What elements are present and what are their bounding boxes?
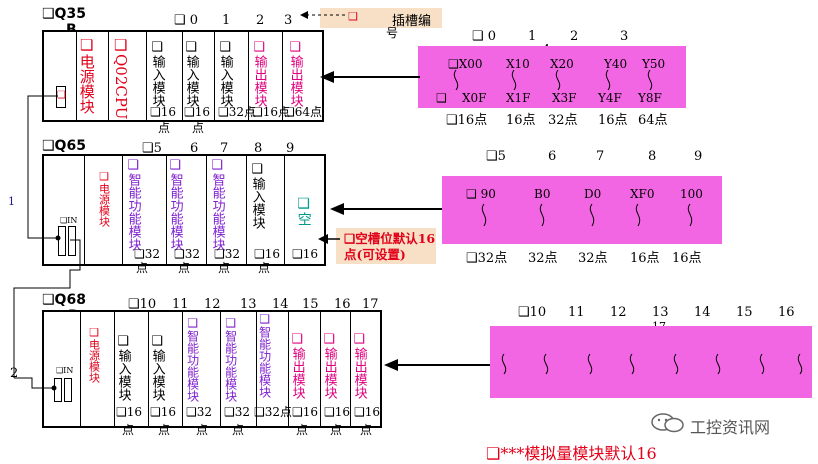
base3-chassis	[42, 310, 382, 428]
base1-title: ❑Q35	[42, 6, 86, 22]
base3-slot-7-label: ❑输出模块	[351, 332, 367, 399]
base3-power-label: ❑电源模块	[87, 326, 101, 383]
analog-default-note: ❑***模拟量模块默认16	[486, 444, 657, 463]
base1-slot-0-dot: 点	[158, 121, 171, 135]
callout-arrow	[300, 11, 346, 19]
watermark-logo	[650, 412, 686, 434]
base2-slot-1-label: ❑智能功能模块	[167, 158, 183, 251]
base1-slot-1-points: ❑16	[184, 105, 211, 119]
base2-chassis	[42, 154, 326, 266]
empty-slot-arrow	[318, 234, 340, 244]
wechat-icon	[651, 413, 684, 433]
base3-address-panel	[490, 326, 812, 398]
cable-label-2: 2	[10, 366, 19, 381]
base3-slot-0-label: ❑输入模块	[115, 334, 131, 401]
base1-arrow	[320, 71, 420, 83]
base1-range-curves	[453, 69, 653, 91]
base1-slot-header-3: 3	[284, 13, 293, 28]
base3-slot-3-label: ❑智能功能模块	[223, 316, 238, 402]
base2-power-label: ❑电源模块	[97, 170, 111, 227]
base1-slot-0-label: ❑输入模块	[149, 40, 165, 107]
base1-slot-1-dot: 点	[192, 121, 205, 135]
base3-title: ❑Q68	[42, 292, 86, 308]
base2-slot-3-label: ❑输入模块	[249, 162, 265, 229]
base1-address-panel	[418, 46, 686, 108]
base2-address-panel	[442, 176, 722, 244]
base3-in-label: ❑IN	[56, 366, 74, 375]
base1-slot-2-label: ❑输入模块	[217, 40, 233, 107]
base1-slot-2-points: ❑32点	[218, 105, 257, 119]
base2-slot-0-label: ❑智能功能模块	[125, 158, 141, 251]
base1-power-slot	[76, 32, 108, 120]
base1-slot-4-label: ❑输出模块	[287, 40, 303, 107]
empty-slot-note	[336, 228, 436, 264]
base2-slot-2-label: ❑智能功能模块	[209, 158, 225, 251]
base2-title: ❑Q65	[42, 138, 86, 154]
base2-connector-a	[58, 226, 66, 256]
base1-slot-4-points: ❑64点	[284, 105, 323, 119]
base1-connector-mark: ❑	[57, 90, 66, 101]
callout-text: 插槽编	[392, 14, 432, 29]
callout-text-cont: 号	[386, 26, 399, 40]
base1-slot-header-2: 2	[256, 13, 265, 28]
base2-connector-b	[68, 226, 76, 256]
base2-in-label: ❑IN	[60, 216, 78, 225]
base1-connector	[56, 86, 66, 108]
empty-slot-note-text: ❑空槽位默认16点(可设置)	[344, 231, 436, 262]
base1-slot-0-points: ❑16	[150, 105, 177, 119]
base3-slot-4-label: ❑智能功能模块	[257, 312, 272, 398]
base1-slot-header-1: 1	[222, 13, 231, 28]
base1-cpu-label: ❑Q02CPU	[111, 36, 130, 120]
base1-slot-3-label: ❑输出模块	[251, 40, 267, 107]
base1-power-label: ❑电源模块	[77, 36, 96, 114]
base2-range-curves	[481, 203, 693, 227]
base1-slot-3-points: ❑16点	[252, 105, 291, 119]
base3-connector-b	[64, 378, 72, 402]
watermark-text: 工控资讯网	[690, 418, 771, 437]
base3-slot-1-label: ❑输入模块	[149, 334, 165, 401]
base1-slot-1-label: ❑输入模块	[183, 40, 199, 107]
base3-slot-6-label: ❑输出模块	[321, 332, 337, 399]
callout-marker: ❑	[348, 10, 358, 23]
extension-cables	[13, 95, 81, 391]
base2-arrow	[330, 203, 442, 215]
base1-cpu-slot	[108, 32, 146, 120]
cable-label-1: 1	[8, 195, 15, 208]
base1-slot-header-0: ❑ 0	[174, 13, 199, 28]
base3-range-curves	[501, 353, 803, 375]
base3-slot-2-label: ❑智能功能模块	[185, 316, 200, 402]
base3-arrow	[384, 359, 490, 371]
base3-slot-5-label: ❑输出模块	[289, 332, 305, 399]
slot-number-callout	[320, 8, 442, 28]
base2-slot-4-label: ❑空	[295, 196, 312, 226]
